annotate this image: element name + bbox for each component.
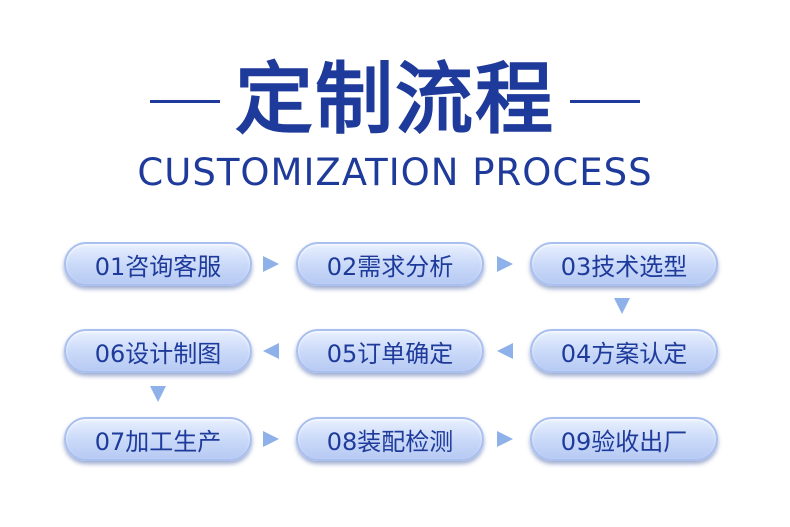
- page-title: 定制流程: [234, 55, 555, 145]
- arrow-down-icon: [150, 386, 166, 402]
- step-02-analysis: 02需求分析: [296, 242, 484, 286]
- arrow-down-icon: [614, 298, 630, 314]
- arrow-right-icon: [263, 431, 279, 447]
- arrow-right-icon: [497, 256, 513, 272]
- title-row: 定制流程: [0, 50, 790, 150]
- step-01-consult: 01咨询客服: [64, 242, 252, 286]
- title-divider-left: [150, 100, 220, 103]
- step-05-order: 05订单确定: [296, 329, 484, 373]
- step-08-assembly: 08装配检测: [296, 417, 484, 461]
- page-subtitle: CUSTOMIZATION PROCESS: [137, 151, 653, 194]
- step-04-plan: 04方案认定: [530, 329, 718, 373]
- arrow-right-icon: [497, 431, 513, 447]
- arrow-left-icon: [263, 343, 279, 359]
- step-06-design: 06设计制图: [64, 329, 252, 373]
- step-07-production: 07加工生产: [64, 417, 252, 461]
- title-divider-right: [570, 100, 640, 103]
- arrow-right-icon: [263, 256, 279, 272]
- arrow-left-icon: [497, 343, 513, 359]
- step-09-acceptance: 09验收出厂: [530, 417, 718, 461]
- step-03-selection: 03技术选型: [530, 242, 718, 286]
